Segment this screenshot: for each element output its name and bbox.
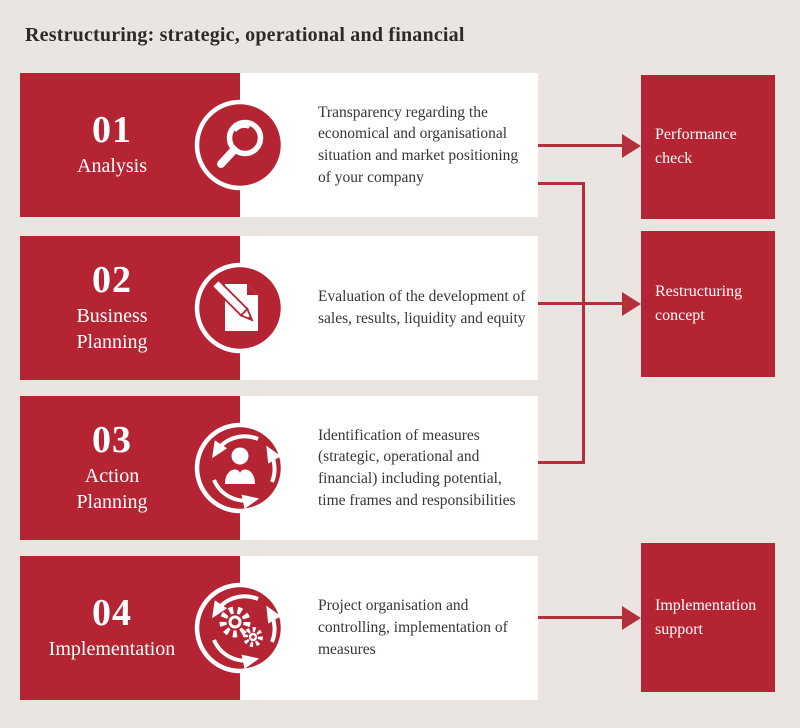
magnifier-icon: [192, 97, 288, 193]
person-cycle-icon: [192, 420, 288, 516]
step-label: Analysis: [77, 155, 147, 177]
step-description: Project organisation and controlling, im…: [318, 597, 508, 658]
outcome-label: Performance check: [655, 126, 737, 167]
arrowhead-support: [622, 606, 641, 630]
step-description-panel: Project organisation and controlling, im…: [240, 556, 538, 700]
connector-business-planning-to-concept: [538, 302, 623, 305]
connector-implementation-to-support: [538, 616, 623, 619]
step-description: Evaluation of the development of sales, …: [318, 288, 526, 327]
outcome-box-performance-check: Performance check: [641, 75, 775, 219]
step-number: 01: [92, 109, 132, 151]
page-title: Restructuring: strategic, operational an…: [25, 24, 465, 46]
step-row-implementation: 04 Implementation Project organisation a…: [20, 556, 538, 700]
step-row-analysis: 01 Analysis Transparency regarding the e…: [20, 73, 538, 217]
connector-action-planning-branch: [538, 461, 585, 464]
gears-cycle-icon: [192, 580, 288, 676]
step-label: Action Planning: [76, 465, 148, 513]
outcome-box-restructuring-concept: Restructuring concept: [641, 231, 775, 377]
step-description-panel: Transparency regarding the economical an…: [240, 73, 538, 217]
connector-analysis-to-performance: [538, 144, 623, 147]
step-row-action-planning: 03 Action Planning Identification of mea…: [20, 396, 538, 540]
step-label: Implementation: [48, 638, 176, 660]
step-number: 04: [92, 592, 132, 634]
outcome-box-implementation-support: Implementation support: [641, 543, 775, 692]
connector-analysis-branch: [538, 182, 585, 185]
step-row-business-planning: 02 Business Planning Evaluation of the d…: [20, 236, 538, 380]
connector-merge-bracket: [582, 182, 585, 464]
step-description-panel: Evaluation of the development of sales, …: [240, 236, 538, 380]
arrowhead-concept: [622, 292, 641, 316]
step-label: Business Planning: [76, 305, 148, 353]
step-number: 02: [92, 259, 132, 301]
document-pen-icon: [192, 260, 288, 356]
arrowhead-performance: [622, 134, 641, 158]
step-number: 03: [92, 419, 132, 461]
step-description-panel: Identification of measures (strategic, o…: [240, 396, 538, 540]
step-description: Identification of measures (strategic, o…: [318, 426, 516, 509]
step-description: Transparency regarding the economical an…: [318, 103, 519, 186]
outcome-label: Implementation support: [655, 596, 757, 638]
step-number-block: 02 Business Planning: [20, 236, 240, 380]
outcome-label: Restructuring concept: [655, 283, 743, 324]
